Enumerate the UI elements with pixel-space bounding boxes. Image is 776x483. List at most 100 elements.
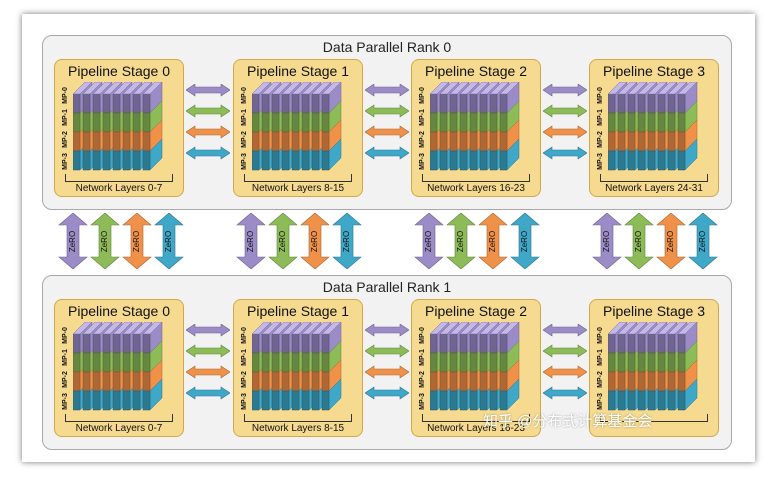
stage-layers-label: Network Layers 0-7	[75, 183, 163, 194]
zero-arrow: ZeRO	[656, 213, 686, 269]
mp-label-0: MP-0	[418, 326, 426, 344]
mp-label-0: MP-0	[61, 86, 69, 104]
watermark: 知乎 @分布式计算基金会	[483, 413, 653, 430]
mp-label-3: MP-3	[240, 392, 248, 410]
layers-bracket	[65, 414, 173, 422]
pipeline-arrow	[186, 365, 230, 379]
pipeline-arrow	[365, 365, 409, 379]
zero-label: ZeRO	[164, 230, 174, 252]
layers-bracket	[65, 174, 173, 182]
mp-label-1: MP-1	[596, 108, 604, 126]
mp-label-1: MP-1	[240, 108, 248, 126]
stage-title: Pipeline Stage 2	[425, 303, 527, 319]
zero-arrow: ZeRO	[236, 213, 266, 269]
zero-label: ZeRO	[278, 230, 288, 252]
zero-arrow: ZeRO	[688, 213, 718, 269]
zero-arrow: ZeRO	[478, 213, 508, 269]
mp-label-1: MP-1	[596, 348, 604, 366]
stage-title: Pipeline Stage 0	[68, 63, 170, 79]
mp-label-1: MP-1	[240, 348, 248, 366]
pipeline-arrow	[365, 386, 409, 400]
layers-bracket	[422, 174, 530, 182]
zero-arrow: ZeRO	[122, 213, 152, 269]
stage-layers-label: Network Layers 8-15	[251, 423, 345, 434]
mp-label-0: MP-0	[240, 86, 248, 104]
pipeline-arrow	[543, 84, 587, 97]
pipeline-arrow	[543, 125, 587, 139]
layer-stack	[608, 322, 716, 418]
layer-stack	[252, 82, 360, 178]
zero-label: ZeRO	[310, 230, 320, 252]
layer-stack	[608, 82, 716, 178]
mp-label-2: MP-2	[61, 130, 69, 148]
pipeline-arrow	[365, 146, 409, 160]
pipeline-arrow	[186, 146, 230, 160]
pipeline-arrow	[186, 386, 230, 400]
mp-label-2: MP-2	[240, 130, 248, 148]
layer-slab	[321, 82, 342, 171]
layer-stack	[252, 322, 360, 418]
pipeline-arrow	[186, 344, 230, 358]
pipeline-arrow	[543, 344, 587, 358]
pipeline-arrow	[365, 344, 409, 358]
mp-label-1: MP-1	[61, 108, 69, 126]
layer-stack	[73, 322, 181, 418]
zero-label: ZeRO	[698, 230, 708, 252]
mp-label-2: MP-2	[418, 370, 426, 388]
mp-label-3: MP-3	[61, 392, 69, 410]
zero-label: ZeRO	[132, 230, 142, 252]
zero-label: ZeRO	[68, 230, 78, 252]
zero-label: ZeRO	[488, 230, 498, 252]
pipeline-arrow	[543, 365, 587, 379]
mp-label-3: MP-3	[240, 152, 248, 170]
mp-label-0: MP-0	[596, 326, 604, 344]
zero-arrow: ZeRO	[592, 213, 622, 269]
layer-slab	[677, 322, 698, 411]
data-parallel-rank-1: Data Parallel Rank 1 Pipeline Stage 0 MP…	[42, 275, 732, 450]
layers-bracket	[600, 174, 708, 182]
stage-title: Pipeline Stage 0	[68, 303, 170, 319]
layers-bracket	[422, 414, 530, 422]
pipeline-arrow	[186, 125, 230, 139]
mp-label-1: MP-1	[418, 348, 426, 366]
layers-bracket	[244, 174, 352, 182]
stage-layers-label: Network Layers 8-15	[251, 183, 345, 194]
layer-slab	[142, 82, 163, 171]
pipeline-arrow	[186, 324, 230, 337]
pipeline-link-arrows	[543, 324, 587, 406]
mp-label-3: MP-3	[418, 152, 426, 170]
mp-label-2: MP-2	[418, 130, 426, 148]
mp-label-0: MP-0	[418, 86, 426, 104]
pipeline-arrow	[365, 125, 409, 139]
mp-label-0: MP-0	[61, 326, 69, 344]
layer-slab	[499, 322, 520, 411]
pipeline-arrow	[186, 84, 230, 97]
zero-label: ZeRO	[456, 230, 466, 252]
zero-arrow: ZeRO	[300, 213, 330, 269]
pipeline-arrow	[543, 104, 587, 118]
layers-bracket	[600, 414, 708, 422]
layer-stack	[430, 322, 538, 418]
zero-arrow: ZeRO	[154, 213, 184, 269]
zero-label: ZeRO	[100, 230, 110, 252]
zero-label: ZeRO	[342, 230, 352, 252]
stage-title: Pipeline Stage 1	[247, 63, 349, 79]
mp-label-2: MP-2	[61, 370, 69, 388]
zero-arrow: ZeRO	[58, 213, 88, 269]
data-parallel-rank-0: Data Parallel Rank 0 Pipeline Stage 0 MP…	[42, 35, 732, 210]
zero-label: ZeRO	[634, 230, 644, 252]
stage-layers-label: Network Layers 24-31	[605, 183, 703, 194]
zero-arrow: ZeRO	[90, 213, 120, 269]
mp-label-2: MP-2	[596, 130, 604, 148]
